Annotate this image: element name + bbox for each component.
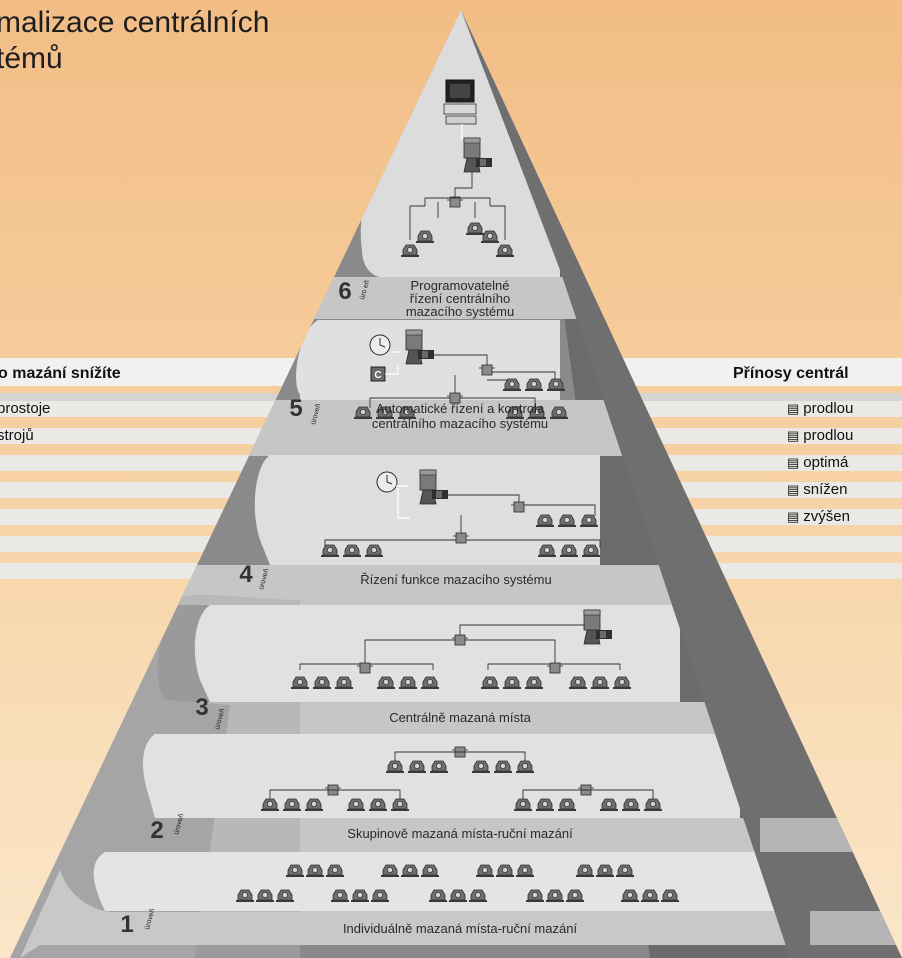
controller-label: C	[374, 370, 381, 381]
level-6-label-line2: řízení centrálního	[410, 291, 510, 306]
document-icon: ▤	[787, 509, 800, 524]
page-title-line2: témů	[0, 42, 63, 75]
level-2-label: Skupinově mazaná místa-ruční mazání	[347, 826, 573, 841]
benefit-label: prodlou	[803, 400, 854, 417]
benefit-label: zvýšen	[803, 508, 850, 525]
benefit-label: optimá	[803, 454, 849, 471]
benefit-label: prodlou	[803, 427, 854, 444]
document-icon: ▤	[787, 455, 800, 470]
level-5-label-line2: centrálního mazacího systému	[372, 416, 548, 431]
level-3-number: 3	[195, 694, 208, 721]
benefit-item: ▤snížen	[787, 482, 848, 498]
document-icon: ▤	[787, 482, 800, 497]
level-6-label-line3: mazacího systému	[406, 304, 514, 319]
level-6-label-line1: Programovatelné	[411, 278, 510, 293]
level-1-number: 1	[120, 911, 133, 938]
level-2-number: 2	[150, 817, 163, 844]
benefit-item: ▤optimá	[787, 455, 848, 471]
document-icon: ▤	[787, 428, 800, 443]
document-icon: ▤	[787, 401, 800, 416]
level-4-number: 4	[239, 561, 253, 588]
benefit-label: snížen	[803, 481, 848, 498]
left-panel-heading: o mazání snížíte	[0, 365, 121, 382]
right-panel-heading: Přínosy centrál	[733, 365, 849, 382]
level-5-number: 5	[289, 395, 302, 422]
level-6-word: úro eň	[359, 279, 371, 300]
benefit-item: ▤zvýšen	[787, 509, 850, 525]
page-title-line1: malizace centrálních	[0, 6, 270, 39]
level-6-number: 6	[338, 278, 351, 305]
benefit-item: ▤prodlou	[787, 401, 853, 417]
level-4-label: Řízení funkce mazacího systému	[360, 572, 551, 587]
left-list-item: prostoje	[0, 400, 51, 417]
benefit-item: ▤prodlou	[787, 428, 853, 444]
left-list-item: strojů	[0, 427, 34, 444]
level-3-label: Centrálně mazaná místa	[389, 710, 531, 725]
level-1-label: Individuálně mazaná místa-ruční mazání	[343, 921, 578, 936]
level-5-label-line1: Automatické řízení a kontrola	[376, 401, 545, 416]
